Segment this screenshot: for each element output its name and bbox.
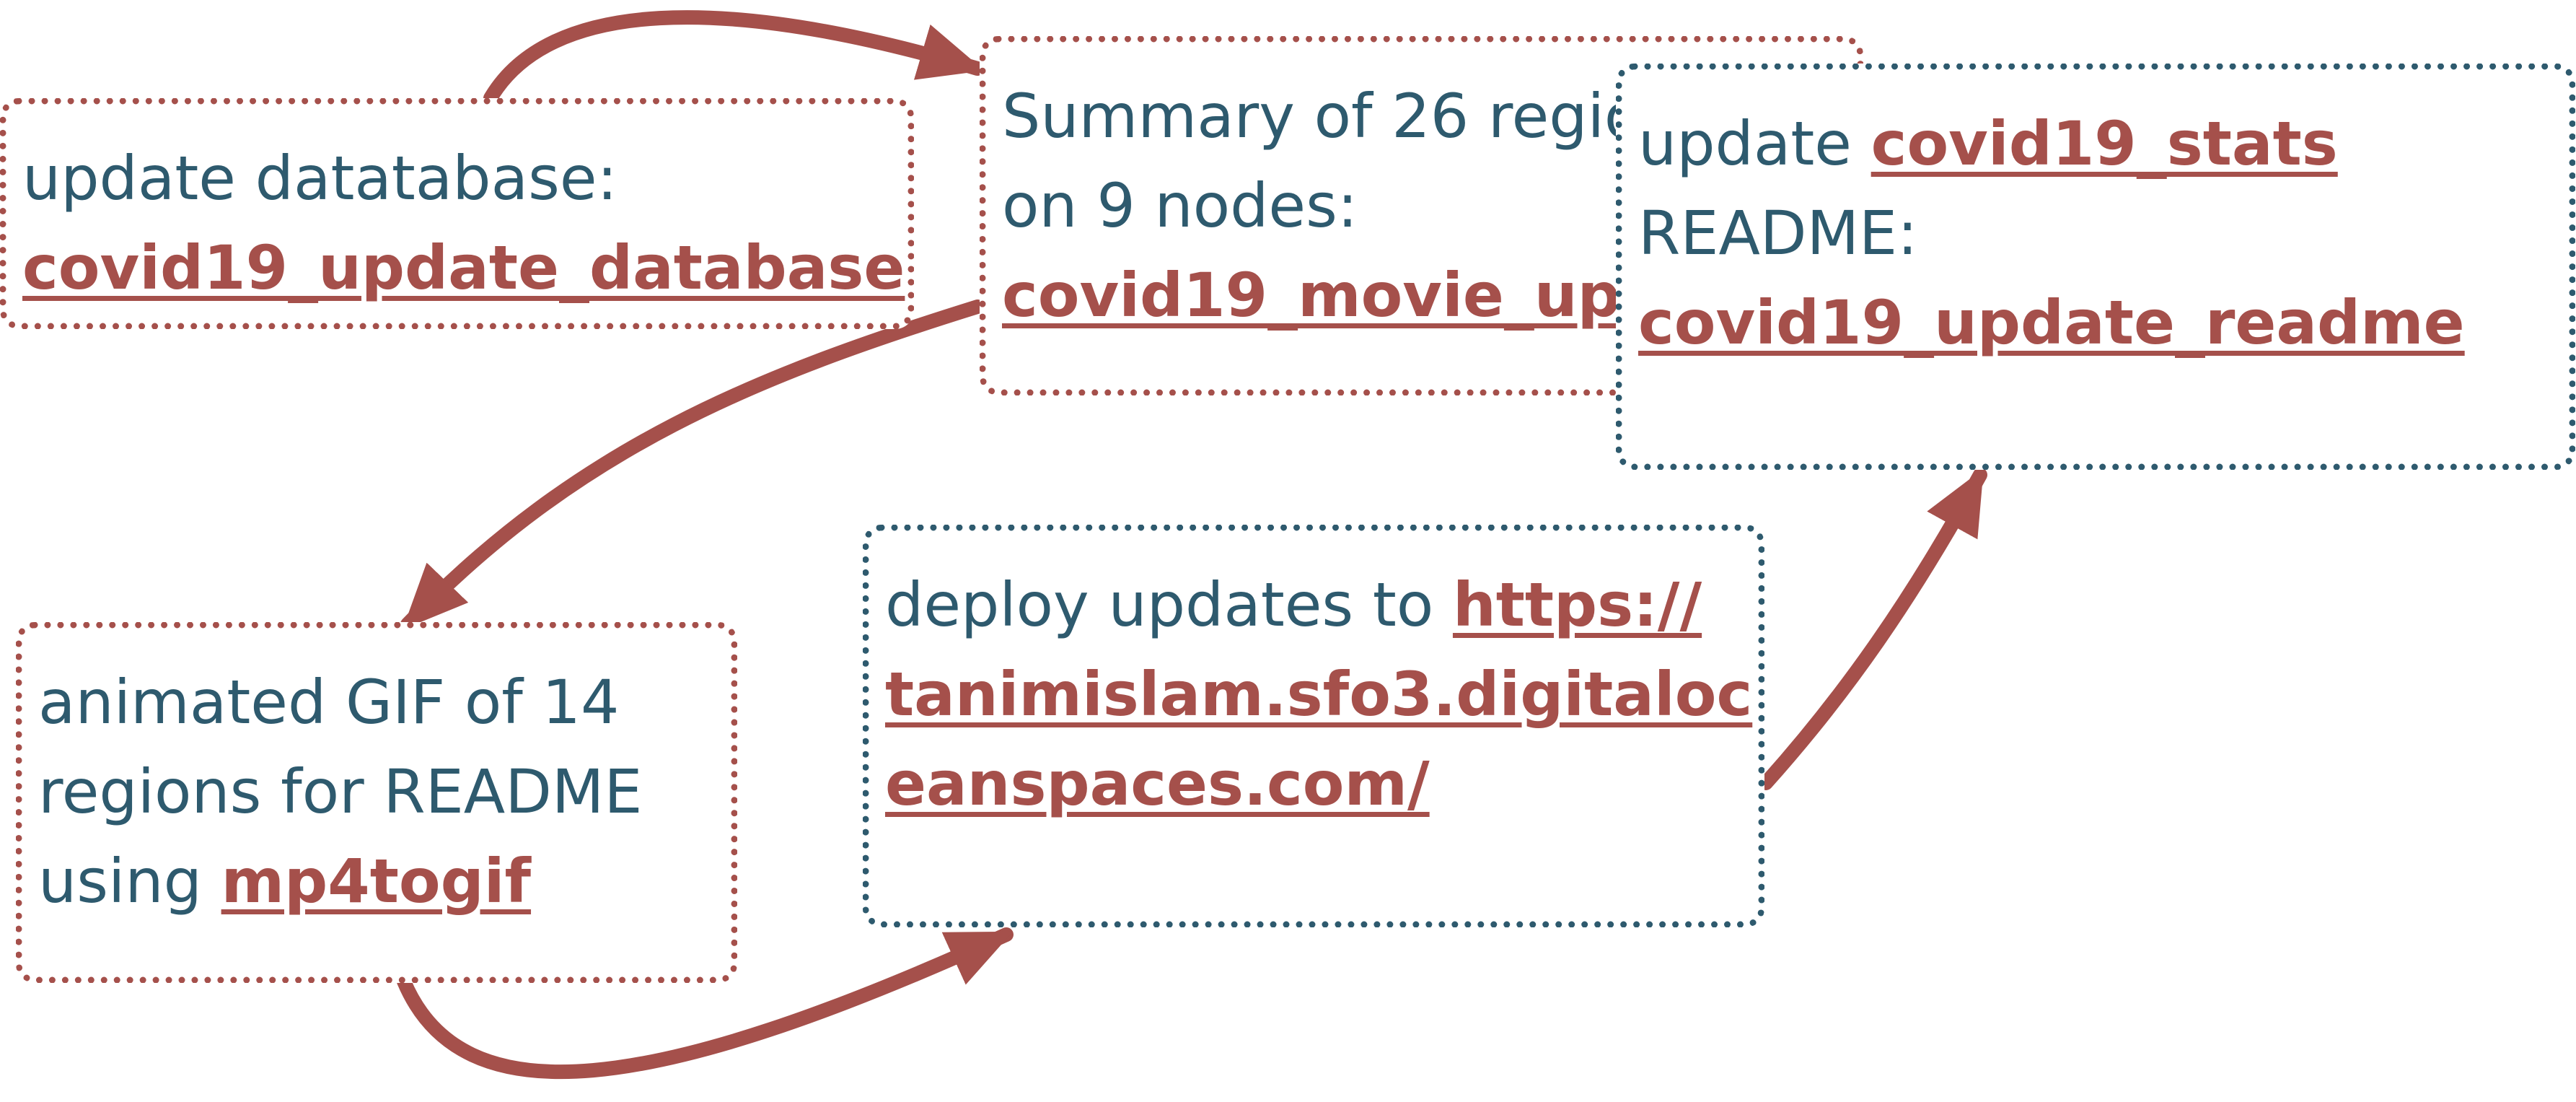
deploy-url-part2[interactable]: tanimislam.sfo3.digitaloc (885, 659, 1753, 730)
gif-line1: animated GIF of 14 (38, 667, 620, 738)
node-animated-gif: animated GIF of 14 regions for README us… (16, 622, 737, 983)
node-update-database: update datatabase: covid19_update_databa… (0, 98, 914, 329)
mp4togif-link[interactable]: mp4togif (221, 846, 532, 917)
summary-line2: on 9 nodes: (1002, 170, 1358, 241)
covid19-update-database-link[interactable]: covid19_update_database (22, 232, 905, 303)
arrow-deploy-to-readme (1759, 468, 1987, 790)
gif-line2: regions for README (38, 756, 643, 827)
covid19-update-readme-link[interactable]: covid19_update_readme (1638, 287, 2465, 358)
gif-prefix: using (38, 846, 221, 917)
deploy-prefix: deploy updates to (885, 569, 1453, 640)
deploy-line2: tanimislam.sfo3.digitaloc (885, 650, 1752, 739)
covid19-stats-link[interactable]: covid19_stats (1871, 108, 2338, 179)
gif-line3: using mp4togif (38, 836, 713, 926)
deploy-line3: eanspaces.com/ (885, 739, 1741, 828)
database-link-line: covid19_update_database (22, 223, 905, 312)
database-line1: update datatabase: (22, 143, 617, 214)
arrow-gif-to-deploy (397, 927, 1014, 1080)
readme-link-line: covid19_update_readme (1638, 278, 2551, 367)
summary-line1: Summary of 26 regions (1002, 81, 1712, 152)
arrow-database-to-summary (483, 10, 985, 105)
deploy-url-part3[interactable]: eanspaces.com/ (885, 748, 1430, 819)
readme-prefix: update (1638, 108, 1871, 179)
node-deploy: deploy updates to https:// tanimislam.sf… (863, 525, 1764, 927)
readme-line1: update covid19_stats (1638, 99, 2551, 188)
deploy-line1: deploy updates to https:// (885, 560, 1741, 650)
node-update-readme: update covid19_stats README: covid19_upd… (1616, 64, 2575, 470)
readme-line2: README: (1638, 198, 1918, 268)
arrow-summary-to-gif (400, 299, 985, 631)
deploy-url-part1[interactable]: https:// (1452, 569, 1702, 640)
